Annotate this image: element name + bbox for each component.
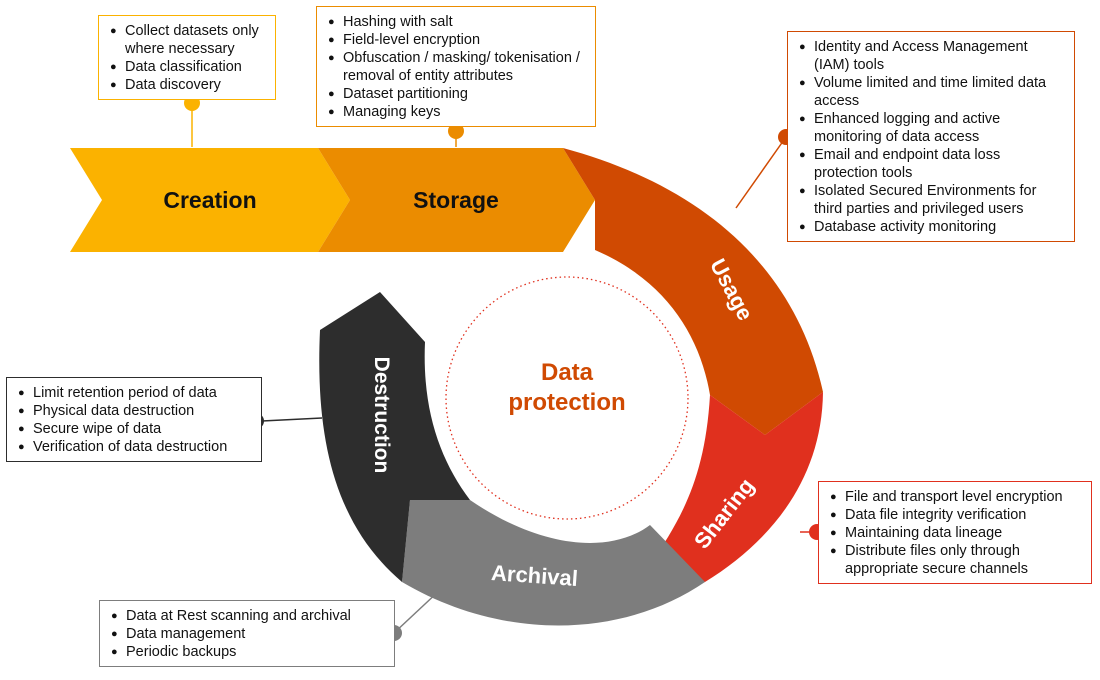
sharing-item: Distribute files only through appropriat… [829, 542, 1083, 578]
destruction-connector [261, 417, 323, 422]
usage-item: Identity and Access Management (IAM) too… [798, 38, 1066, 74]
usage-connector [735, 136, 787, 209]
sharing-item: Data file integrity verification [829, 506, 1083, 524]
storage-item: Obfuscation / masking/ tokenisation / re… [327, 49, 587, 85]
archival-box: Data at Rest scanning and archival Data … [99, 600, 395, 667]
stage-label-destruction: Destruction [370, 357, 393, 474]
storage-item: Hashing with salt [327, 13, 587, 31]
storage-box: Hashing with salt Field-level encryption… [316, 6, 596, 127]
stage-label-archival: Archival [490, 560, 578, 591]
destruction-box: Limit retention period of data Physical … [6, 377, 262, 462]
destruction-segment [319, 292, 470, 582]
usage-box: Identity and Access Management (IAM) too… [787, 31, 1075, 242]
storage-chevron [318, 148, 595, 252]
destruction-item: Limit retention period of data [17, 384, 253, 402]
usage-segment [563, 148, 823, 435]
sharing-item: File and transport level encryption [829, 488, 1083, 506]
stage-label-creation: Creation [163, 187, 256, 213]
usage-item: Enhanced logging and active monitoring o… [798, 110, 1066, 146]
center-title-line-2: protection [508, 389, 625, 416]
center-circle [445, 276, 689, 520]
archival-item: Data management [110, 625, 386, 643]
storage-item: Managing keys [327, 103, 587, 121]
creation-chevron [70, 148, 350, 252]
archival-item: Periodic backups [110, 643, 386, 661]
creation-box: Collect datasets only where necessary Da… [98, 15, 276, 100]
creation-item: Data discovery [109, 76, 267, 94]
destruction-item: Verification of data destruction [17, 438, 253, 456]
usage-item: Volume limited and time limited data acc… [798, 74, 1066, 110]
usage-item: Database activity monitoring [798, 218, 1066, 236]
storage-item: Field-level encryption [327, 31, 587, 49]
sharing-segment [650, 392, 823, 582]
usage-item: Isolated Secured Environments for third … [798, 182, 1066, 218]
archival-item: Data at Rest scanning and archival [110, 607, 386, 625]
destruction-item: Physical data destruction [17, 402, 253, 420]
storage-dot [448, 123, 464, 139]
usage-item: Email and endpoint data loss protection … [798, 146, 1066, 182]
destruction-item: Secure wipe of data [17, 420, 253, 438]
center-title-line-1: Data [541, 359, 594, 386]
sharing-item: Maintaining data lineage [829, 524, 1083, 542]
creation-item: Collect datasets only where necessary [109, 22, 267, 58]
sharing-box: File and transport level encryption Data… [818, 481, 1092, 584]
storage-item: Dataset partitioning [327, 85, 587, 103]
archival-segment [402, 500, 705, 626]
creation-item: Data classification [109, 58, 267, 76]
stage-label-storage: Storage [413, 187, 499, 213]
